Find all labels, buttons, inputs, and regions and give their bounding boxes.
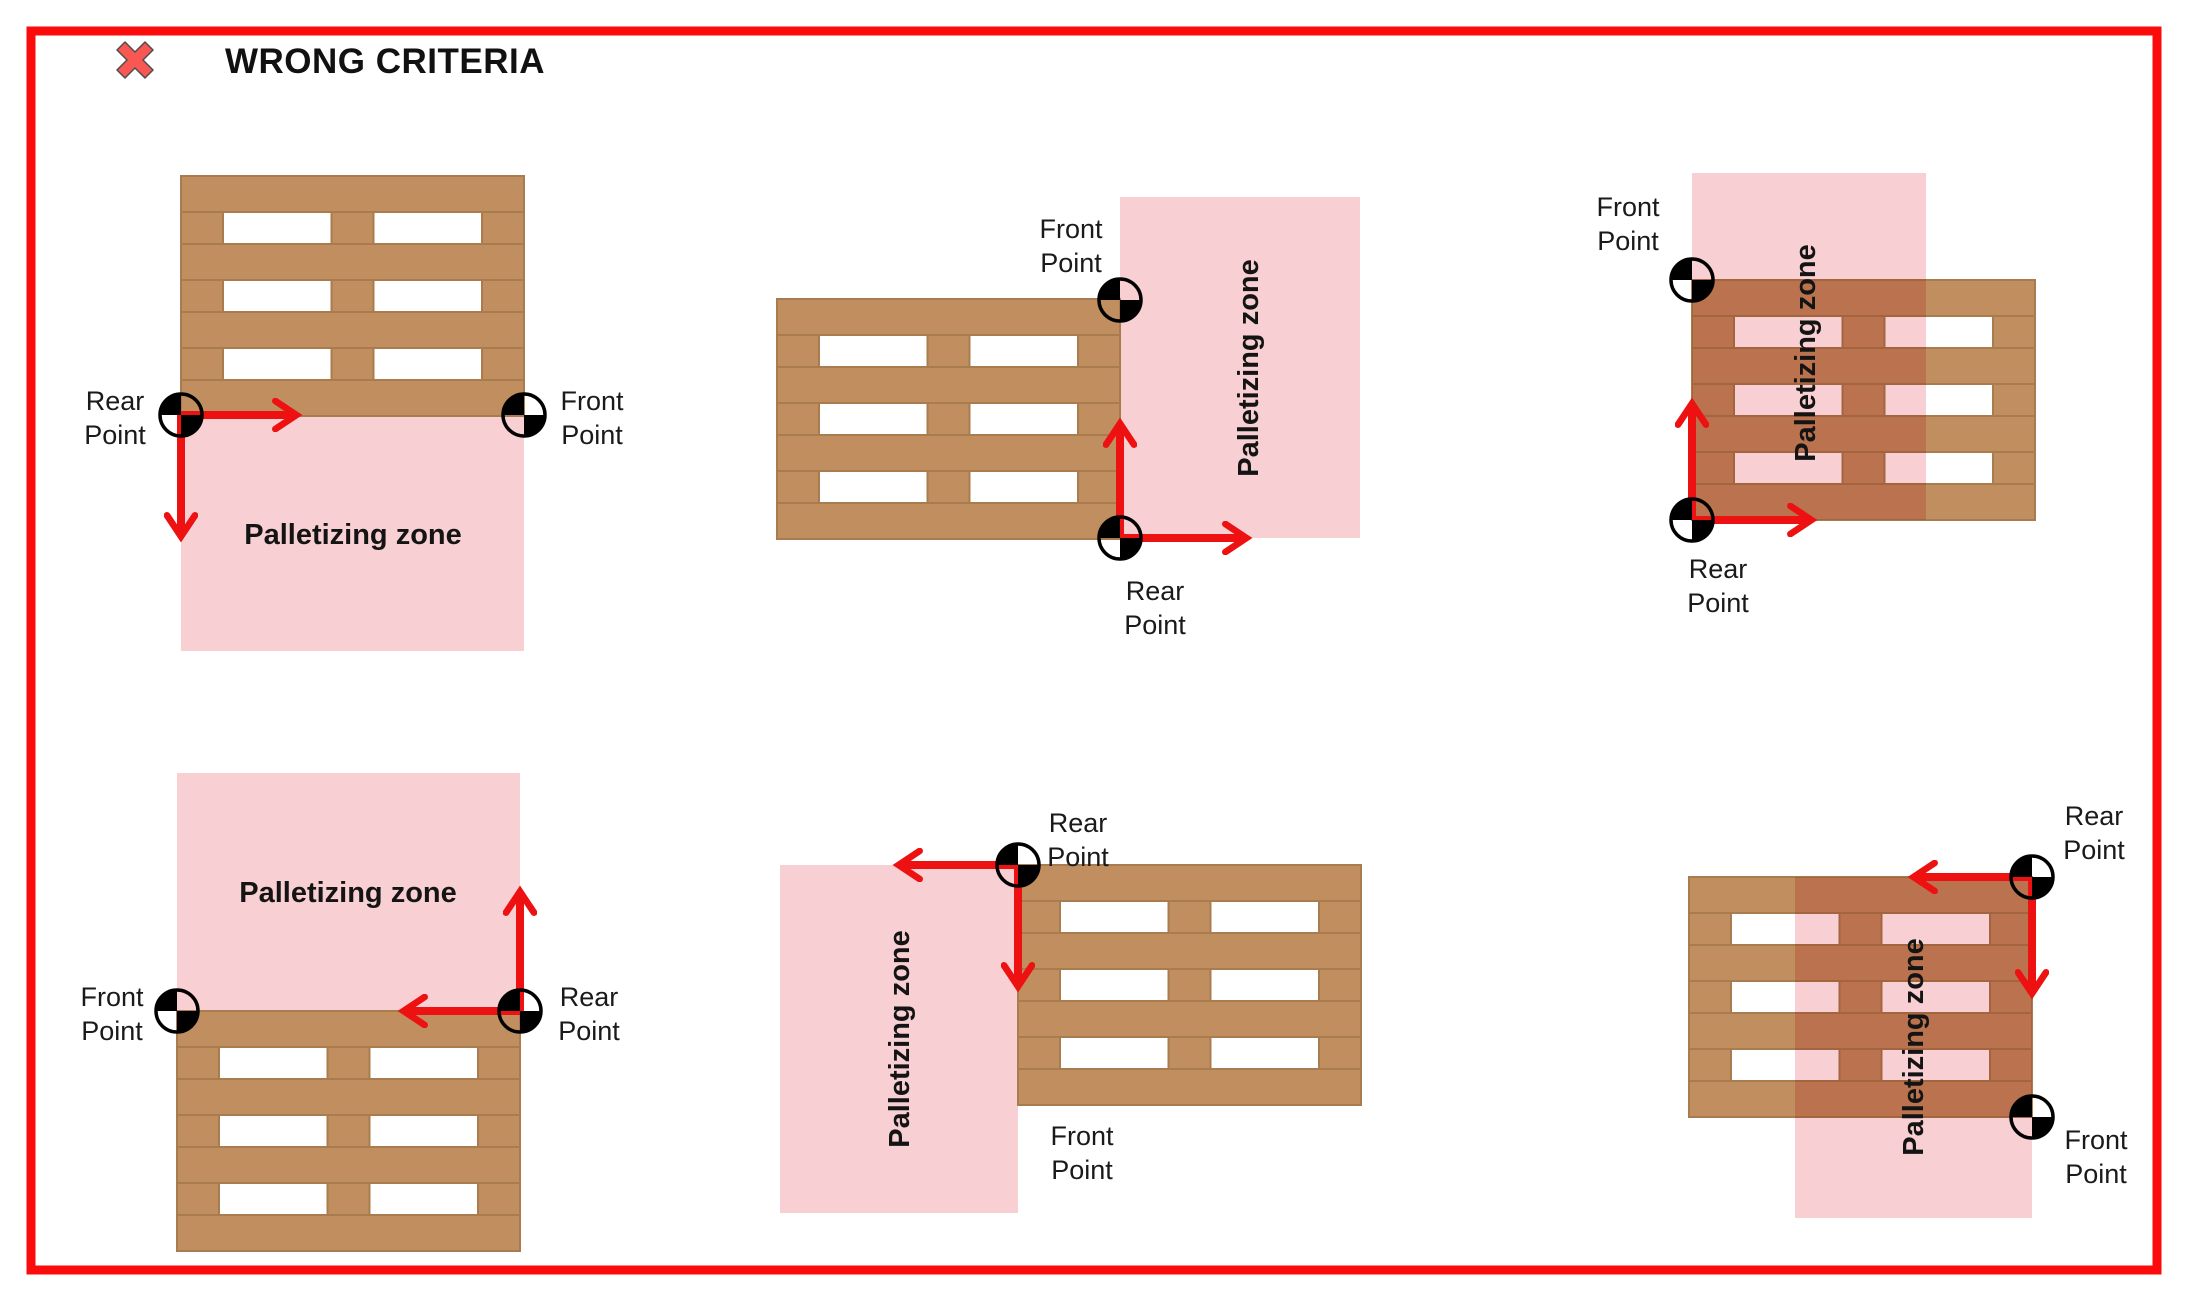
front-point-label: Front Point [1596, 192, 1660, 256]
rear-point-label: Rear Point [1687, 554, 1749, 618]
svg-text:Front: Front [1050, 1121, 1114, 1151]
zone-label: Palletizing zone [1790, 244, 1822, 462]
front-point-label: Front Point [560, 386, 624, 450]
rear-point-label: Rear Point [1124, 576, 1186, 640]
svg-text:Point: Point [2063, 835, 2125, 865]
rear-point-marker-icon [2009, 854, 2055, 900]
svg-text:Point: Point [1047, 842, 1109, 872]
rear-point-label: Rear Point [1047, 808, 1109, 872]
palletizing-zone [177, 773, 520, 1011]
rear-point-label: Rear Point [2063, 801, 2125, 865]
red-frame-border [26, 26, 2162, 1275]
zone-label: Palletizing zone [239, 877, 457, 909]
pallet [180, 175, 525, 417]
front-point-label: Front Point [1039, 214, 1103, 278]
svg-text:Point: Point [1051, 1155, 1113, 1185]
front-point-label: Front Point [80, 982, 144, 1046]
svg-text:Front: Front [1039, 214, 1103, 244]
pallet [176, 1010, 521, 1252]
front-point-marker-icon [154, 988, 200, 1034]
palletizing-zone [1120, 197, 1360, 538]
svg-text:Point: Point [1040, 248, 1102, 278]
svg-text:Rear: Rear [560, 982, 619, 1012]
front-point-label: Front Point [1050, 1121, 1114, 1185]
pallet [776, 298, 1121, 540]
rear-point-marker-icon [1097, 515, 1143, 561]
svg-text:Point: Point [84, 420, 146, 450]
panel-bottom-middle: Palletizing zone Rear Point Front Point [780, 808, 1362, 1213]
svg-text:Point: Point [1124, 610, 1186, 640]
svg-text:Point: Point [2065, 1159, 2127, 1189]
svg-text:Rear: Rear [1126, 576, 1185, 606]
page-title: WRONG CRITERIA [225, 42, 545, 81]
svg-text:Point: Point [1687, 588, 1749, 618]
rear-point-marker-icon [497, 988, 543, 1034]
rear-point-label: Rear Point [558, 982, 620, 1046]
panel-top-middle: Palletizing zone Front Point Rear Point [776, 197, 1360, 640]
front-point-label: Front Point [2064, 1125, 2128, 1189]
svg-text:Rear: Rear [1049, 808, 1108, 838]
zone-label: Palletizing zone [244, 519, 462, 551]
pallet [1017, 864, 1362, 1106]
svg-text:Rear: Rear [86, 386, 145, 416]
zone-label: Palletizing zone [884, 930, 916, 1148]
svg-text:Point: Point [1597, 226, 1659, 256]
rear-point-label: Rear Point [84, 386, 146, 450]
svg-text:Front: Front [1596, 192, 1660, 222]
svg-text:Rear: Rear [1689, 554, 1748, 584]
palletizing-zone [1795, 877, 2032, 1218]
svg-text:Front: Front [2064, 1125, 2128, 1155]
panel-bottom-right: Palletizing zone Rear Point Front Point [1688, 801, 2128, 1218]
svg-text:Point: Point [81, 1016, 143, 1046]
svg-text:Point: Point [561, 420, 623, 450]
wrong-x-icon [116, 41, 154, 79]
rear-point-marker-icon [158, 392, 204, 438]
svg-text:Front: Front [80, 982, 144, 1012]
front-point-marker-icon [1097, 277, 1143, 323]
rear-point-marker-icon [1669, 497, 1715, 543]
zone-label: Palletizing zone [1233, 259, 1265, 477]
palletizing-zone [1692, 173, 1926, 520]
svg-text:Point: Point [558, 1016, 620, 1046]
panel-top-right: Palletizing zone Front Point Rear Point [1596, 173, 2036, 618]
palletizing-zone [181, 415, 524, 651]
svg-text:Rear: Rear [2065, 801, 2124, 831]
front-point-marker-icon [501, 392, 547, 438]
front-point-marker-icon [2009, 1094, 2055, 1140]
panel-top-left: Palletizing zone Rear Point Front Point [84, 175, 624, 651]
svg-text:Front: Front [560, 386, 624, 416]
zone-label: Palletizing zone [1898, 938, 1930, 1156]
header: WRONG CRITERIA [116, 41, 545, 81]
palletizing-zone [780, 865, 1018, 1213]
rear-point-marker-icon [995, 842, 1041, 888]
front-point-marker-icon [1669, 257, 1715, 303]
panel-bottom-left: Palletizing zone Front Point Rear Point [80, 773, 620, 1252]
